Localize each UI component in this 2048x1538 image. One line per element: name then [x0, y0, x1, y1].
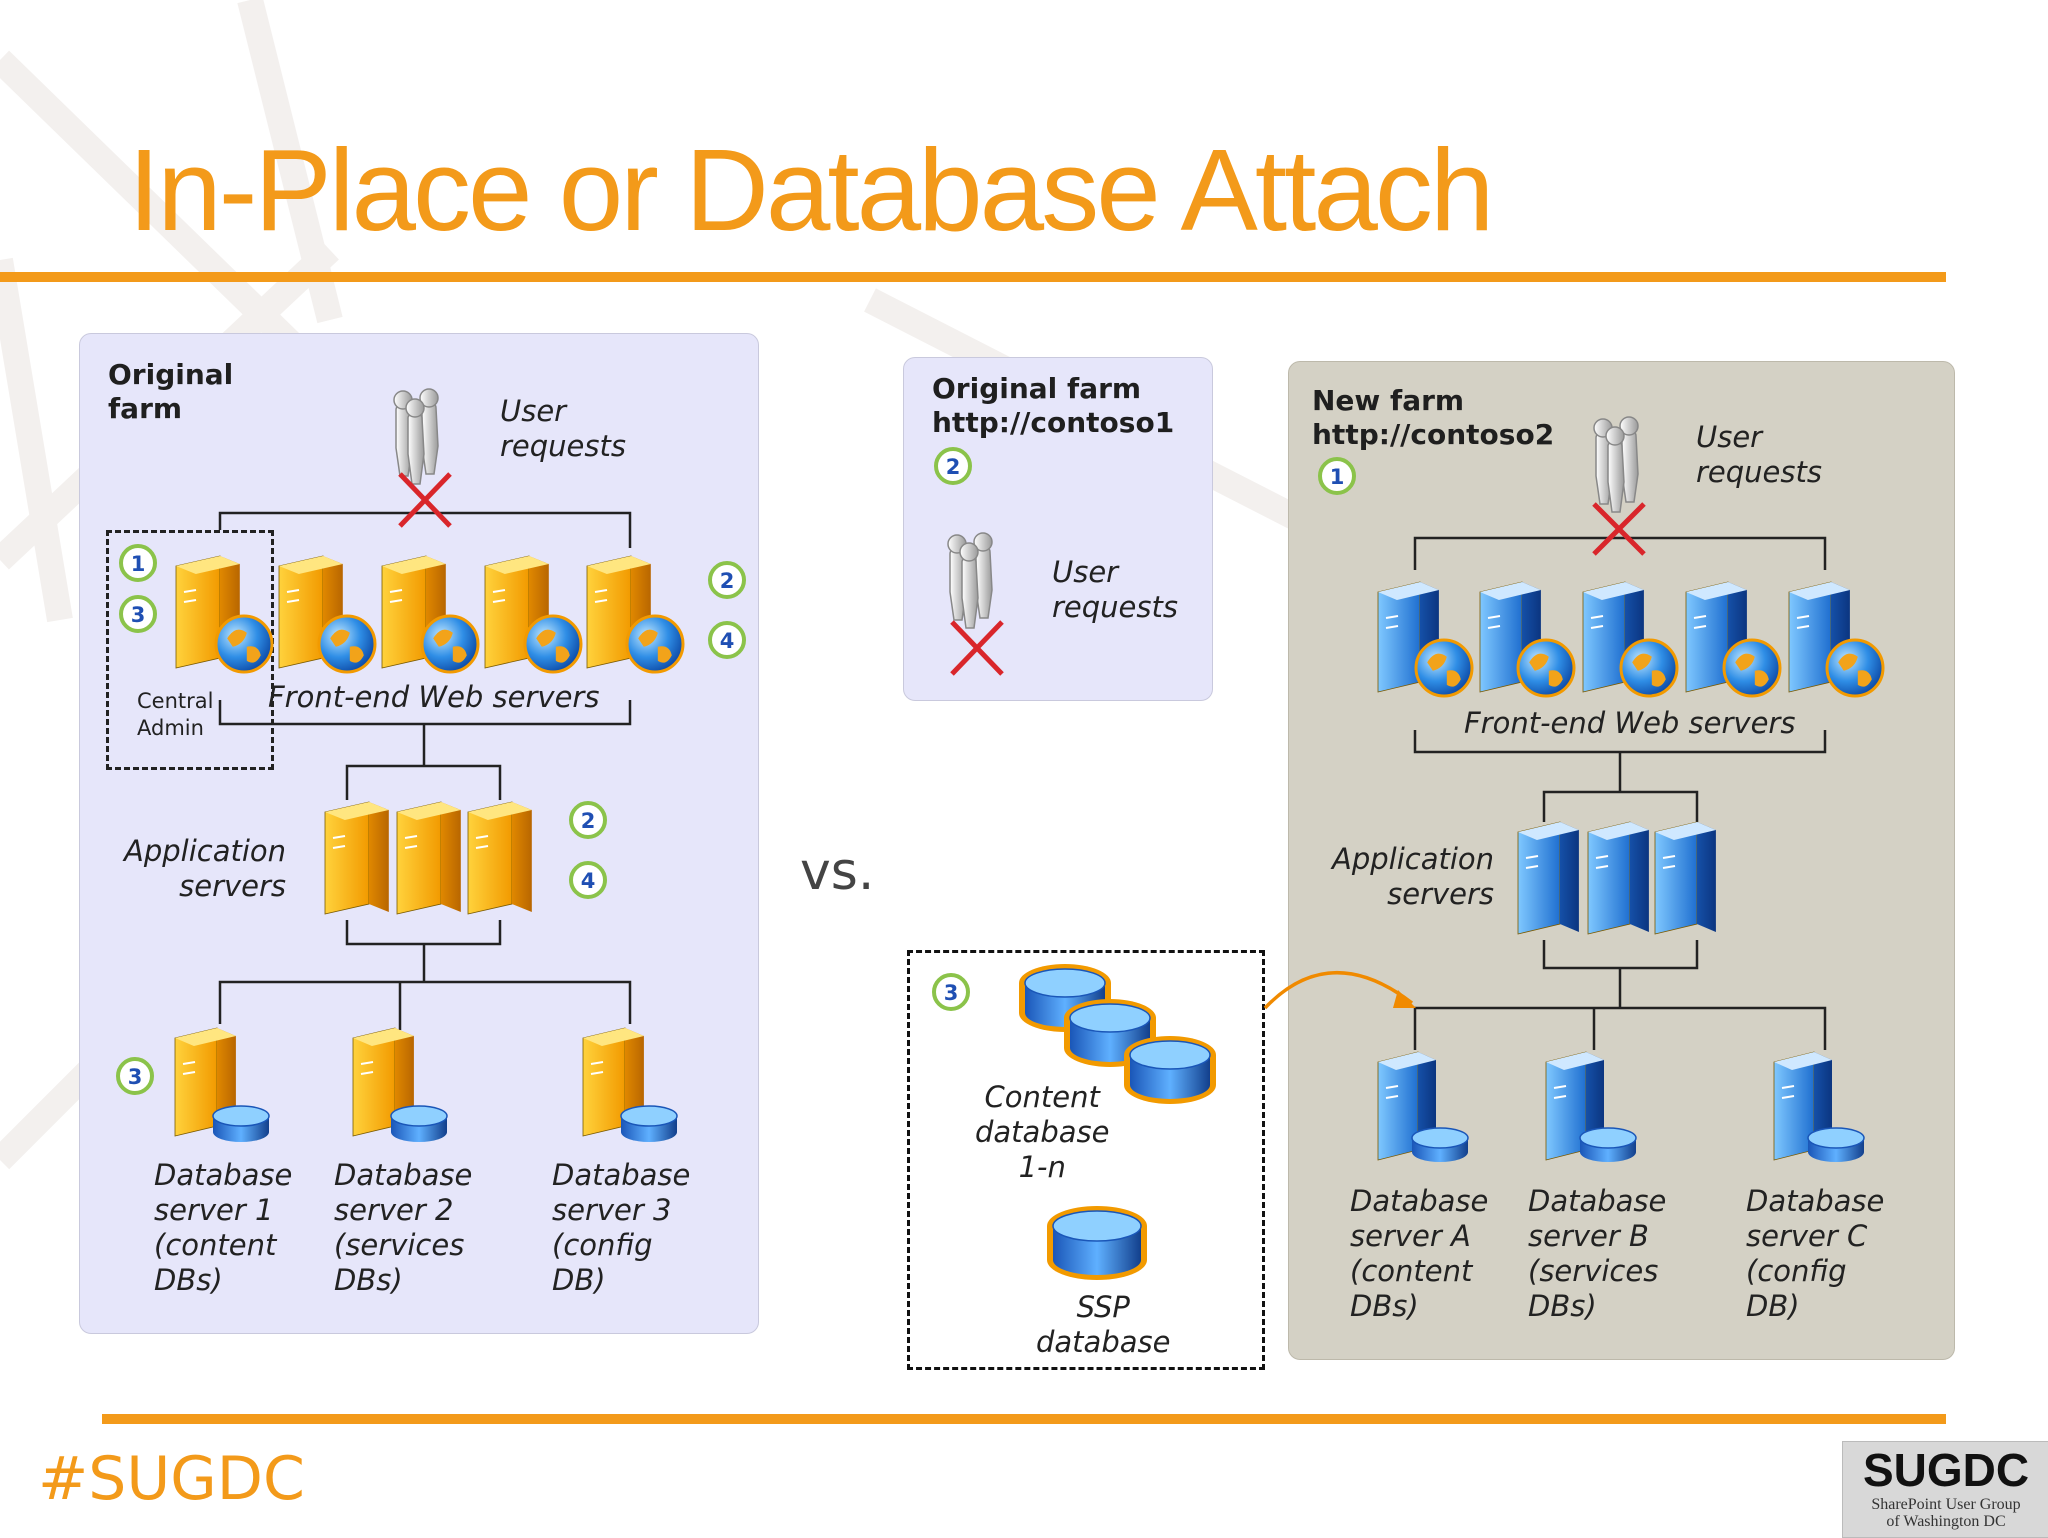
step-number-badge: 2	[934, 447, 972, 485]
server-icon	[1587, 821, 1649, 935]
step-number-text: 1	[1330, 465, 1345, 489]
title-underline	[0, 272, 1946, 282]
server-icon	[467, 801, 532, 915]
database-icon	[390, 1105, 448, 1142]
database-server-c-label: Database server C (config DB)	[1746, 1184, 1885, 1323]
database-server-b-label: Database server B (services DBs)	[1528, 1184, 1667, 1323]
cross-icon	[398, 472, 452, 528]
database-server-a-label: Database server A (content DBs)	[1350, 1184, 1489, 1323]
server-icon	[1545, 1051, 1604, 1161]
step-number-badge: 1	[1318, 457, 1356, 495]
globe-icon	[1516, 638, 1576, 698]
database-icon	[620, 1105, 678, 1142]
front-end-web-servers-label: Front-end Web servers	[1464, 706, 1796, 740]
users-icon	[1593, 416, 1639, 513]
step-number-text: 4	[581, 869, 596, 893]
database-icon	[212, 1105, 270, 1142]
step-number-text: 2	[720, 569, 735, 593]
step-number-badge: 1	[119, 544, 157, 582]
cross-icon	[950, 620, 1004, 676]
database-icon	[1047, 1206, 1147, 1280]
users-icon	[393, 388, 439, 485]
step-number-text: 2	[581, 809, 596, 833]
contoso1-farm-label: Original farm http://contoso1	[932, 372, 1175, 439]
contoso1-panel	[903, 357, 1213, 701]
vs-label: vs.	[800, 842, 875, 902]
ssp-database-label: SSP database	[1036, 1290, 1171, 1359]
step-number-text: 2	[946, 455, 961, 479]
step-number-text: 4	[720, 629, 735, 653]
globe-icon	[1414, 638, 1474, 698]
globe-icon	[625, 614, 685, 674]
server-icon	[1788, 581, 1850, 693]
sugdc-logo: SUGDC SharePoint User Group of Washingto…	[1842, 1441, 2048, 1538]
globe-icon	[420, 614, 480, 674]
database-server-2-label: Database server 2 (services DBs)	[334, 1158, 473, 1297]
cross-icon	[1592, 502, 1646, 556]
database-icon	[1579, 1127, 1637, 1162]
globe-icon	[523, 614, 583, 674]
step-number-badge: 4	[569, 861, 607, 899]
database-icon	[1124, 1036, 1216, 1104]
user-requests-label: User requests	[1052, 555, 1178, 624]
database-icon	[1807, 1127, 1865, 1162]
logo-subtext: of Washington DC	[1886, 1513, 2006, 1530]
users-icon	[947, 532, 993, 629]
content-database-label: Content database 1-n	[975, 1080, 1110, 1184]
database-server-1-label: Database server 1 (content DBs)	[154, 1158, 293, 1297]
page-title: In-Place or Database Attach	[128, 125, 1494, 255]
globe-icon	[317, 614, 377, 674]
step-number-badge: 3	[119, 595, 157, 633]
logo-text: SUGDC	[1862, 1444, 2030, 1496]
step-number-text: 3	[131, 603, 146, 627]
globe-icon	[214, 614, 274, 674]
step-number-badge: 4	[708, 621, 746, 659]
server-icon	[1517, 821, 1579, 935]
step-number-text: 3	[944, 981, 959, 1005]
server-icon	[381, 555, 446, 669]
step-number-text: 3	[128, 1065, 143, 1089]
user-requests-label: User requests	[500, 394, 626, 463]
new-farm-label: New farm http://contoso2	[1312, 384, 1555, 451]
original-farm-label: Original farm	[108, 358, 234, 425]
server-icon	[175, 555, 240, 669]
step-number-badge: 3	[932, 973, 970, 1011]
globe-icon	[1619, 638, 1679, 698]
user-requests-label: User requests	[1696, 420, 1822, 489]
step-number-text: 1	[131, 552, 146, 576]
step-number-badge: 2	[569, 801, 607, 839]
step-number-badge: 2	[708, 561, 746, 599]
step-number-badge: 3	[116, 1057, 154, 1095]
hashtag: #SUGDC	[38, 1444, 305, 1514]
logo-subtext: SharePoint User Group	[1871, 1496, 2021, 1513]
server-icon	[1654, 821, 1716, 935]
footer-rule	[102, 1414, 1946, 1424]
server-icon	[174, 1027, 236, 1137]
front-end-web-servers-label: Front-end Web servers	[268, 680, 600, 714]
globe-icon	[1722, 638, 1782, 698]
server-icon	[396, 801, 461, 915]
globe-icon	[1825, 638, 1885, 698]
central-admin-label: Central Admin	[137, 689, 214, 740]
server-icon	[324, 801, 389, 915]
database-server-3-label: Database server 3 (config DB)	[552, 1158, 691, 1297]
content-db-dashed-box	[907, 950, 1265, 1370]
database-icon	[1411, 1127, 1469, 1162]
application-servers-label: Application servers	[124, 834, 287, 903]
application-servers-label: Application servers	[1332, 842, 1495, 911]
